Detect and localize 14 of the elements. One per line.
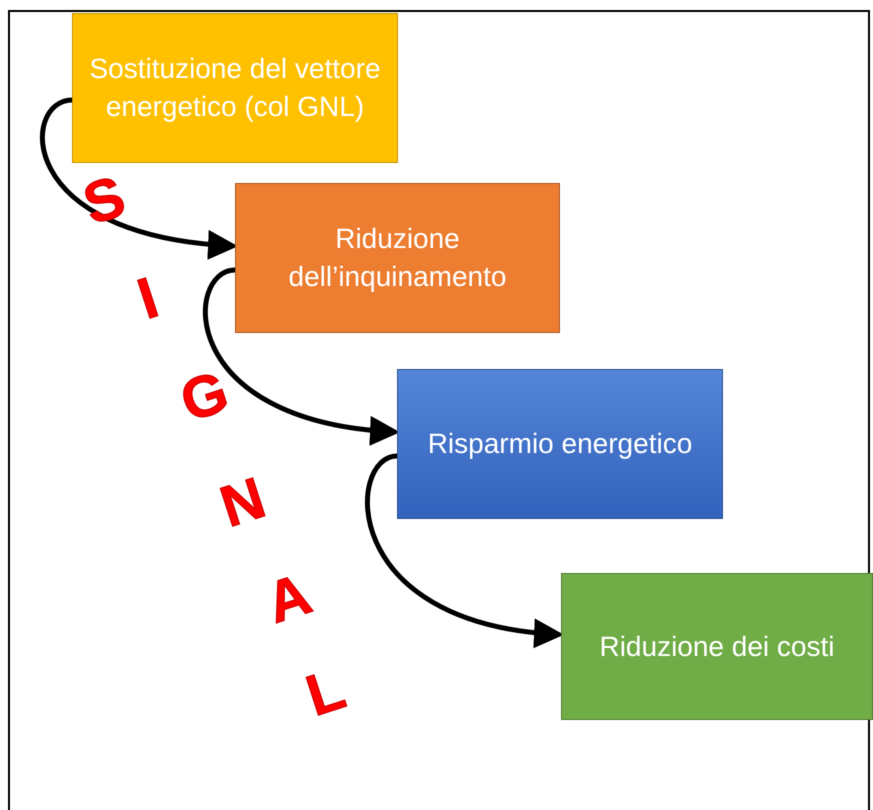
signal-letter: N [214, 468, 272, 538]
box-label: Riduzione dell’inquinamento [288, 222, 508, 294]
signal-letter: I [131, 268, 165, 330]
signal-letter: L [300, 660, 352, 726]
signal-letter: S [76, 167, 132, 235]
process-box [235, 183, 560, 333]
box-label: Risparmio energetico [428, 427, 692, 462]
box-label: Riduzione dei costi [599, 630, 835, 664]
signal-letter: G [174, 362, 235, 432]
process-box [397, 369, 723, 519]
process-box [72, 13, 398, 163]
process-box [561, 573, 873, 720]
box-label: Sostituzione del vettore energetico (col GNL) [88, 52, 382, 124]
signal-letter: A [260, 564, 318, 634]
